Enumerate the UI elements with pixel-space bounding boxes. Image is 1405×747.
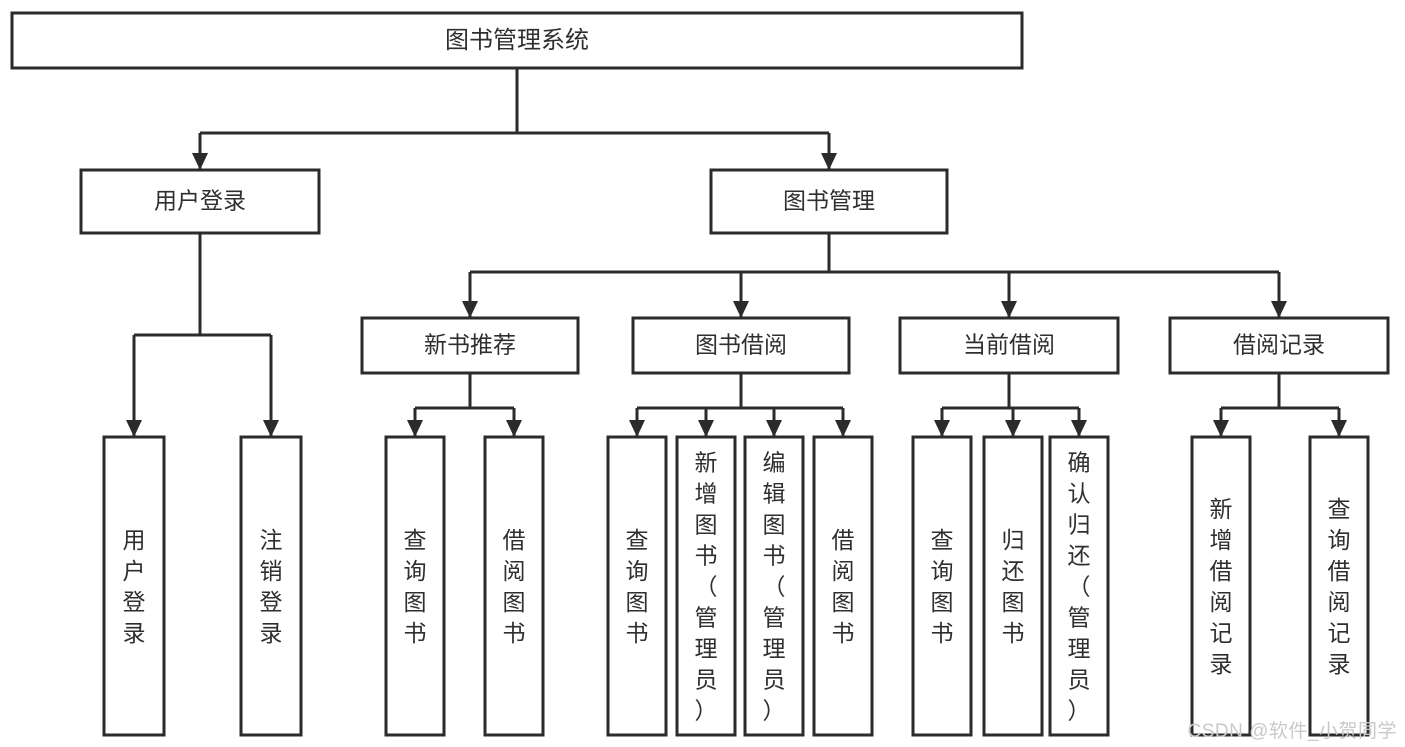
node-label: 图书借阅 — [695, 332, 787, 358]
arrow-head — [126, 420, 142, 437]
node-user-login[interactable]: 用户登录 — [79, 168, 321, 235]
arrow-head — [766, 420, 782, 437]
arrow-head — [192, 153, 208, 170]
leaf-node[interactable]: 用户登录 — [102, 435, 166, 737]
leaf-label: 确认归还（管理员） — [1068, 450, 1091, 724]
leaf-label: 新增借阅记录 — [1210, 496, 1233, 677]
leaf-node[interactable]: 查询图书 — [384, 435, 446, 737]
arrow-head — [1331, 420, 1347, 437]
leaf-box — [1308, 435, 1370, 737]
leaf-node[interactable]: 借阅图书 — [483, 435, 545, 737]
node-box — [631, 316, 851, 375]
leaf-node[interactable]: 注销登录 — [239, 435, 303, 737]
leaf-box — [239, 435, 303, 737]
arrow-head — [821, 153, 837, 170]
node-box — [10, 11, 1024, 70]
leaf-label: 查询图书 — [626, 527, 649, 646]
leaf-label: 注销登录 — [260, 527, 283, 646]
leaf-node[interactable]: 查询借阅记录 — [1308, 435, 1370, 737]
node-book-management[interactable]: 图书管理 — [709, 168, 949, 235]
arrow-head — [1213, 420, 1229, 437]
leaf-label: 查询借阅记录 — [1328, 496, 1351, 677]
node-label: 当前借阅 — [963, 332, 1055, 358]
leaf-node[interactable]: 借阅图书 — [812, 435, 874, 737]
leaf-node[interactable]: 查询图书 — [606, 435, 668, 737]
arrow-head — [263, 420, 279, 437]
leaf-node[interactable]: 确认归还（管理员） — [1048, 435, 1110, 737]
arrow-head — [1001, 301, 1017, 318]
leaf-label: 用户登录 — [123, 527, 146, 646]
node-box — [709, 168, 949, 235]
leaf-label: 编辑图书（管理员） — [763, 450, 786, 724]
leaf-box — [1190, 435, 1252, 737]
arrow-head — [1071, 420, 1087, 437]
node-label: 图书管理 — [783, 188, 875, 214]
arrow-head — [698, 420, 714, 437]
leaf-box — [812, 435, 874, 737]
leaf-box — [1048, 435, 1110, 737]
node-box — [1168, 316, 1390, 375]
leaf-boxes: 用户登录 注销登录 查询图书 借阅图书 查询图书 新增图书（管理员） 编辑图书（管理员） 借阅… — [102, 435, 1370, 737]
leaf-label: 归还图书 — [1002, 527, 1025, 646]
node-book-borrow[interactable]: 图书借阅 — [631, 316, 851, 375]
leaf-label: 借阅图书 — [503, 527, 526, 646]
leaf-node[interactable]: 归还图书 — [982, 435, 1044, 737]
leaf-label: 查询图书 — [931, 527, 954, 646]
node-label: 借阅记录 — [1233, 332, 1325, 358]
leaf-box — [384, 435, 446, 737]
leaf-label: 新增图书（管理员） — [695, 450, 718, 724]
arrow-head — [1271, 301, 1287, 318]
leaf-label: 查询图书 — [404, 527, 427, 646]
leaf-box — [911, 435, 973, 737]
node-box — [360, 316, 580, 375]
arrow-head — [835, 420, 851, 437]
leaf-box — [102, 435, 166, 737]
arrow-head — [733, 301, 749, 318]
node-new-book-recommend[interactable]: 新书推荐 — [360, 316, 580, 375]
csdn-watermark: CSDN @软件_小贺同学 — [1187, 721, 1397, 742]
node-label: 用户登录 — [154, 188, 246, 214]
connector-lines — [126, 68, 1347, 437]
node-root[interactable]: 图书管理系统 — [10, 11, 1024, 70]
leaf-box — [606, 435, 668, 737]
leaf-node[interactable]: 新增图书（管理员） — [675, 435, 737, 737]
arrow-head — [1005, 420, 1021, 437]
arrow-head — [629, 420, 645, 437]
leaf-box — [675, 435, 737, 737]
node-borrow-record[interactable]: 借阅记录 — [1168, 316, 1390, 375]
leaf-box — [483, 435, 545, 737]
leaf-node[interactable]: 查询图书 — [911, 435, 973, 737]
leaf-label: 借阅图书 — [832, 527, 855, 646]
leaf-node[interactable]: 新增借阅记录 — [1190, 435, 1252, 737]
node-current-borrow[interactable]: 当前借阅 — [898, 316, 1120, 375]
leaf-box — [982, 435, 1044, 737]
node-box — [79, 168, 321, 235]
leaf-node[interactable]: 编辑图书（管理员） — [743, 435, 805, 737]
node-box — [898, 316, 1120, 375]
arrow-head — [506, 420, 522, 437]
arrow-head — [934, 420, 950, 437]
arrow-head — [462, 301, 478, 318]
node-label: 新书推荐 — [424, 332, 516, 358]
node-label: 图书管理系统 — [445, 27, 589, 54]
arrow-head — [407, 420, 423, 437]
leaf-box — [743, 435, 805, 737]
